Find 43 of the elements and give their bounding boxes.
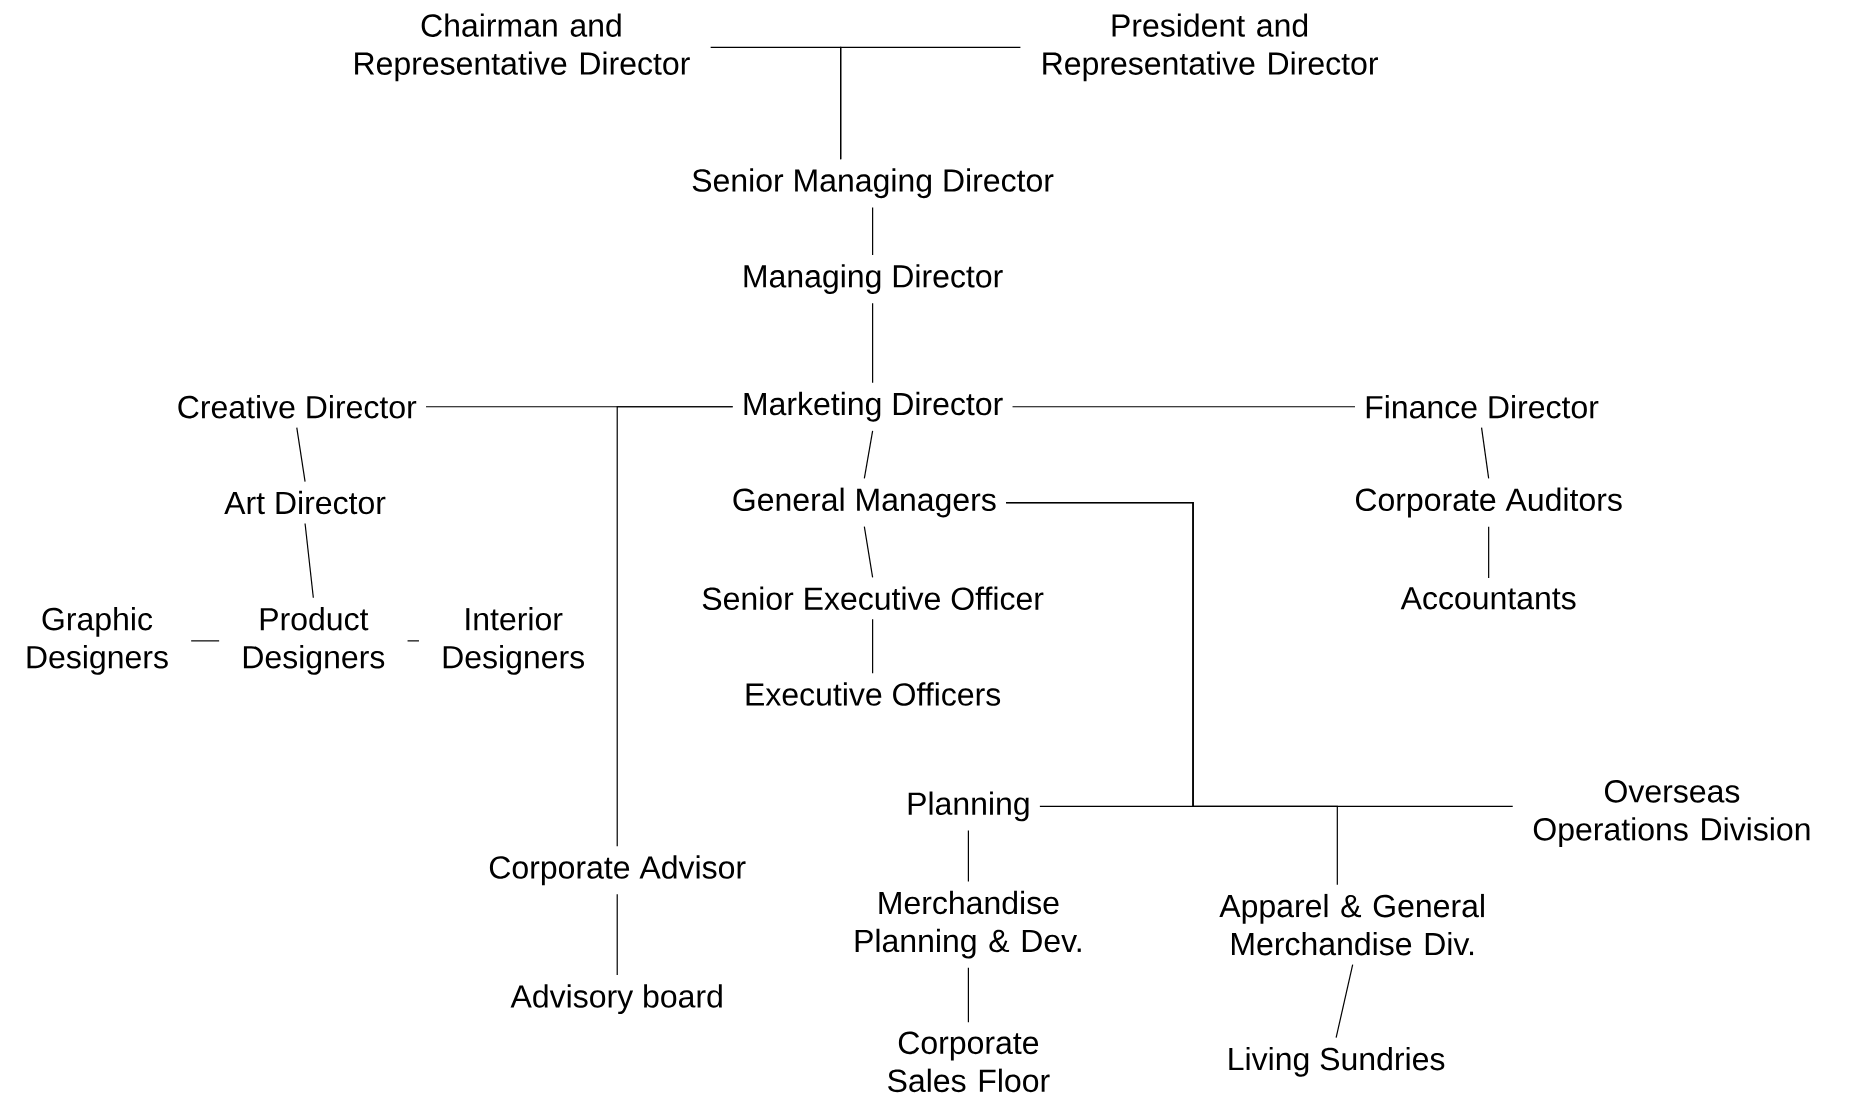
connector-line	[296, 427, 306, 483]
role-label: Creative Director	[178, 395, 417, 419]
connector-line	[967, 967, 969, 1023]
connector-line	[1011, 406, 1356, 408]
role-label: Corporate Auditors	[1356, 487, 1622, 518]
connector-line	[840, 46, 1021, 160]
connector-line	[406, 640, 420, 642]
connector-line	[967, 829, 969, 883]
connector-line	[1005, 501, 1338, 886]
connector-line	[1335, 964, 1354, 1039]
role-label: President and Representative Director	[1043, 13, 1378, 82]
role-label: Overseas Operations Division	[1533, 780, 1810, 847]
role-label: Managing Director	[744, 264, 1003, 294]
role-label: Senior Executive Officer	[702, 586, 1044, 611]
role-label: Senior Managing Director	[692, 168, 1054, 199]
connector-line	[616, 893, 618, 976]
connector-line	[872, 206, 874, 256]
role-label: Apparel & General Merchandise Div.	[1219, 893, 1484, 956]
role-label: Interior Designers	[443, 606, 584, 675]
role-label: Art Director	[224, 490, 386, 515]
connector-line	[1480, 427, 1490, 479]
role-label: Marketing Director	[744, 391, 1003, 422]
role-label: Corporate Advisor	[489, 855, 746, 886]
role-label: General Managers	[733, 487, 996, 518]
role-label: Chairman and Representative Director	[355, 13, 690, 82]
role-label: Merchandise Planning & Dev.	[855, 890, 1081, 959]
role-label: Accountants	[1400, 587, 1576, 610]
connector-line	[863, 430, 874, 479]
connector-line	[863, 526, 874, 578]
role-label: Product Designers	[243, 606, 385, 675]
role-label: Living Sundries	[1229, 1046, 1445, 1077]
connector-line	[190, 640, 220, 642]
role-label: Graphic Designers	[27, 606, 168, 675]
role-label: Advisory board	[510, 984, 722, 1015]
role-label: Finance Director	[1366, 395, 1599, 419]
role-label: Corporate Sales Floor	[888, 1031, 1050, 1093]
connector-line	[1488, 526, 1490, 579]
connector-line	[616, 406, 734, 847]
role-label: Planning	[908, 791, 1029, 822]
role-label: Executive Officers	[746, 682, 1001, 706]
connector-line	[872, 302, 874, 384]
connector-line	[304, 522, 314, 599]
connector-line	[872, 618, 874, 674]
